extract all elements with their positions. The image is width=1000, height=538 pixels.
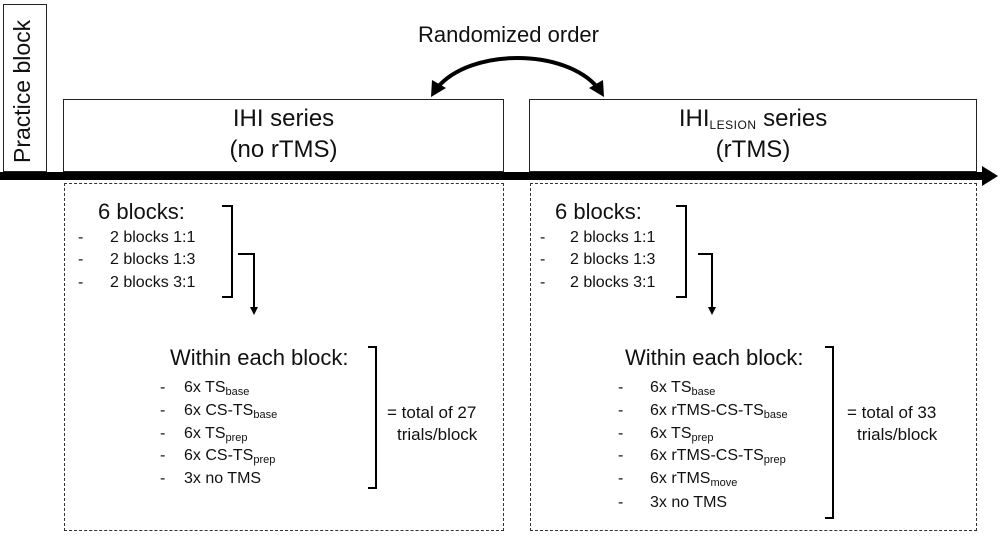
left-item-dash: - [160, 470, 166, 487]
left-block-dash: - [78, 274, 84, 291]
practice-block-label: Practice block [9, 19, 35, 163]
left-blocks-bracket [222, 205, 233, 298]
left-total-line1: = total of 27 [387, 403, 477, 422]
timeline-arrowhead [982, 166, 998, 186]
right-blocks-heading: 6 blocks: [555, 199, 642, 224]
left-item-dash: - [160, 447, 166, 464]
right-series-detail-panel [530, 183, 977, 531]
randomized-arrowhead-right [589, 80, 604, 97]
left-blocks-arrow [238, 253, 258, 315]
right-item-dash: - [618, 379, 624, 396]
left-item-dash: - [160, 379, 166, 396]
right-item-dash: - [618, 447, 624, 464]
right-blocks-bracket [676, 205, 687, 298]
right-series-title-suffix: series [756, 105, 828, 132]
left-within-heading: Within each block: [170, 345, 349, 370]
right-item-dash: - [618, 402, 624, 419]
right-block-item: 2 blocks 3:1 [570, 274, 656, 291]
left-block-dash: - [78, 229, 84, 246]
right-item-dash: - [618, 425, 624, 442]
left-item-dash: - [160, 425, 166, 442]
right-item-dash: - [618, 494, 624, 511]
right-blocks-arrow [698, 253, 716, 315]
right-within-item: 3x no TMS [650, 494, 728, 511]
right-within-item: 6x TSbase [650, 379, 716, 398]
left-blocks-heading: 6 blocks: [98, 199, 185, 224]
right-series-title-main: IHI [678, 105, 710, 132]
randomized-order-label: Randomized order [418, 22, 599, 47]
left-within-item: 6x CS-TSprep [184, 447, 276, 466]
right-block-dash: - [540, 274, 546, 291]
left-within-item: 6x TSbase [184, 379, 250, 398]
left-within-item: 6x TSprep [184, 425, 248, 444]
left-block-dash: - [78, 251, 84, 268]
right-series-box: IHILESION series (rTMS) [529, 99, 977, 172]
right-within-bracket [825, 346, 834, 519]
left-series-box: IHI series (no rTMS) [63, 99, 504, 172]
left-block-item: 2 blocks 1:1 [110, 229, 196, 246]
right-series-title: IHILESION series [530, 103, 976, 141]
randomized-arrowhead-left [431, 80, 446, 97]
right-block-dash: - [540, 229, 546, 246]
right-block-item: 2 blocks 1:3 [570, 251, 656, 268]
left-within-bracket [368, 346, 377, 489]
right-within-item: 6x rTMS-CS-TSbase [650, 402, 788, 421]
right-total-line2: trials/block [857, 425, 938, 444]
left-within-item: 6x CS-TSbase [184, 402, 278, 421]
practice-block-box [3, 4, 47, 172]
right-item-dash: - [618, 470, 624, 487]
left-series-subtitle: (no rTMS) [229, 136, 338, 163]
right-within-item: 6x rTMSmove [650, 470, 738, 489]
right-within-heading: Within each block: [625, 345, 804, 370]
right-within-item: 6x rTMS-CS-TSprep [650, 447, 786, 466]
left-block-item: 2 blocks 1:3 [110, 251, 196, 268]
randomized-order-arrow [435, 56, 600, 90]
left-block-item: 2 blocks 3:1 [110, 274, 196, 291]
left-series-detail-panel [64, 183, 504, 531]
right-block-item: 2 blocks 1:1 [570, 229, 656, 246]
right-series-subtitle: (rTMS) [715, 136, 791, 163]
right-within-item: 6x TSprep [650, 425, 714, 444]
right-block-dash: - [540, 251, 546, 268]
right-total-line1: = total of 33 [847, 403, 937, 422]
left-total-line2: trials/block [397, 425, 478, 444]
right-series-title-sub: LESION [709, 118, 757, 132]
left-series-title: IHI series [232, 105, 335, 132]
left-item-dash: - [160, 402, 166, 419]
left-within-item: 3x no TMS [184, 470, 262, 487]
